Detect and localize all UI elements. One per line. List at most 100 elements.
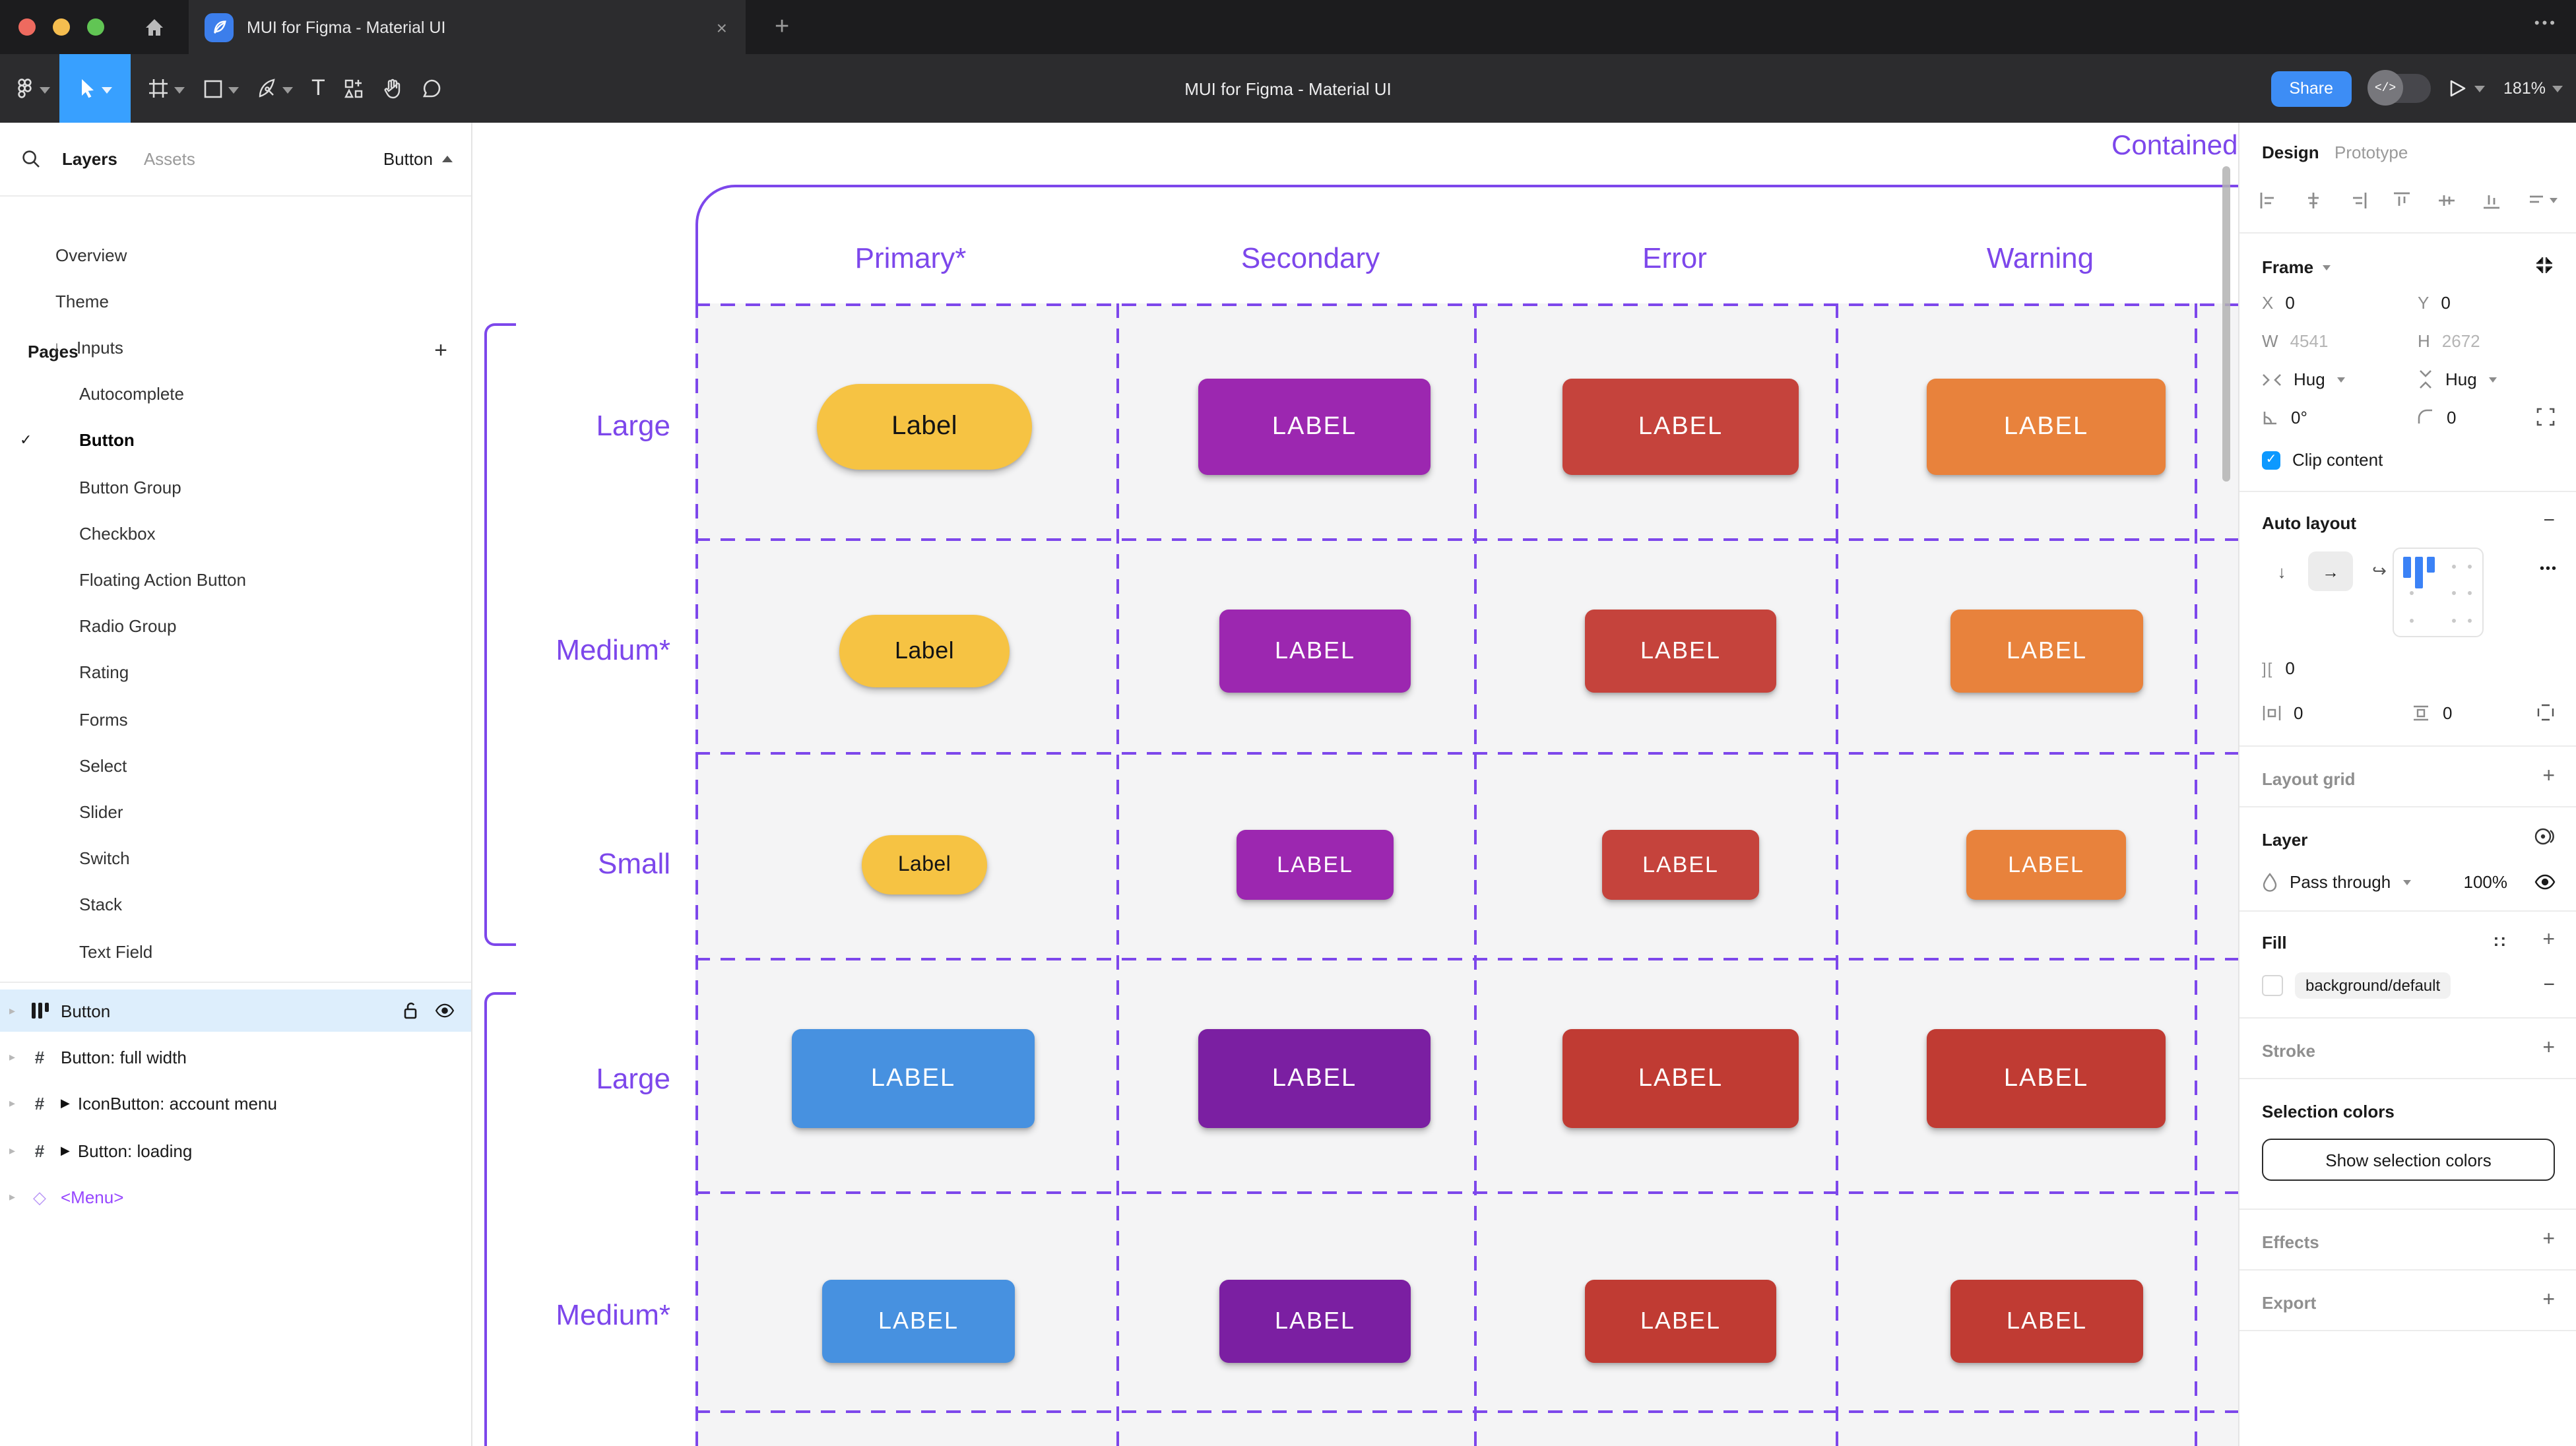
hand-tool-button[interactable]	[374, 54, 412, 123]
layer-row-button[interactable]: ▸Button	[0, 990, 471, 1032]
tab-layers[interactable]: Layers	[62, 149, 117, 169]
fill-token-chip[interactable]: background/default	[2295, 972, 2451, 999]
canvas-button-medium-1[interactable]: LABEL	[1219, 610, 1411, 693]
page-item-stack[interactable]: Stack	[0, 885, 471, 925]
text-tool-button[interactable]: T	[311, 75, 325, 100]
expand-chevron-icon[interactable]: ▸	[9, 1096, 16, 1110]
move-tool-button[interactable]	[59, 54, 131, 123]
x-position-field[interactable]: X 0	[2262, 293, 2295, 313]
clip-content-row[interactable]: ✓ Clip content	[2262, 450, 2383, 470]
horizontal-resizing-field[interactable]: Hug	[2262, 369, 2345, 389]
minimize-window-button[interactable]	[53, 18, 70, 36]
page-item-text-field[interactable]: Text Field	[0, 931, 471, 971]
canvas-button-small-3[interactable]: LABEL	[1966, 830, 2126, 900]
canvas-button-medium-3[interactable]: LABEL	[1950, 610, 2143, 693]
page-item-switch[interactable]: Switch	[0, 838, 471, 878]
independent-padding-icon[interactable]	[2536, 703, 2555, 722]
canvas-button-medium-0[interactable]: Label	[839, 615, 1010, 687]
collapse-panel-icon[interactable]	[2534, 255, 2555, 276]
canvas-button-medium-3[interactable]: LABEL	[1950, 1280, 2143, 1363]
page-item-rating[interactable]: Rating	[0, 653, 471, 693]
comment-tool-button[interactable]	[412, 54, 452, 123]
canvas-button-large-1[interactable]: LABEL	[1198, 1029, 1431, 1128]
tab-assets[interactable]: Assets	[143, 149, 195, 169]
page-item-checkbox[interactable]: Checkbox	[0, 513, 471, 553]
layer-row--menu-[interactable]: ▸◇<Menu>	[0, 1176, 471, 1218]
document-tab[interactable]: MUI for Figma - Material UI ×	[189, 0, 746, 54]
fill-styles-icon[interactable]: ::	[2493, 930, 2507, 950]
blend-mode-field[interactable]: Pass through	[2262, 872, 2411, 892]
canvas-button-medium-2[interactable]: LABEL	[1585, 1280, 1776, 1363]
add-stroke-button[interactable]: +	[2542, 1037, 2555, 1059]
layer-row-button-full-width[interactable]: ▸#Button: full width	[0, 1036, 471, 1079]
canvas-button-large-3[interactable]: LABEL	[1927, 1029, 2166, 1128]
page-item-radio-group[interactable]: Radio Group	[0, 606, 471, 646]
page-item-forms[interactable]: Forms	[0, 699, 471, 739]
y-position-field[interactable]: Y 0	[2418, 293, 2451, 313]
canvas-button-small-0[interactable]: Label	[862, 835, 987, 895]
align-bottom-icon[interactable]	[2482, 191, 2501, 210]
clip-content-checkbox[interactable]: ✓	[2262, 451, 2280, 469]
layout-horizontal-button[interactable]: →	[2308, 551, 2353, 591]
page-item-inputs[interactable]: ↓Inputs	[0, 328, 471, 367]
fill-color-swatch[interactable]	[2262, 975, 2283, 996]
dev-mode-toggle[interactable]: </>	[2367, 70, 2431, 106]
corner-radius-field[interactable]: 0	[2418, 408, 2456, 427]
home-icon[interactable]	[144, 16, 165, 38]
page-item-overview[interactable]: Overview	[0, 235, 471, 274]
blend-mode-icon[interactable]	[2534, 826, 2555, 847]
page-item-button[interactable]: ✓Button	[0, 421, 471, 460]
zoom-window-button[interactable]	[87, 18, 104, 36]
unlock-icon[interactable]	[402, 1001, 418, 1020]
window-controls[interactable]	[18, 18, 104, 36]
canvas-button-large-2[interactable]: LABEL	[1562, 1029, 1799, 1128]
chevron-down-icon[interactable]	[228, 87, 239, 94]
frame-section-header[interactable]: Frame	[2262, 257, 2331, 277]
search-icon[interactable]	[21, 149, 41, 169]
present-button[interactable]	[2449, 79, 2486, 98]
width-field[interactable]: W 4541	[2262, 331, 2328, 351]
page-item-button-group[interactable]: Button Group	[0, 467, 471, 507]
canvas-button-small-1[interactable]: LABEL	[1237, 830, 1394, 900]
independent-corners-icon[interactable]	[2536, 408, 2555, 426]
tab-prototype[interactable]: Prototype	[2334, 142, 2408, 162]
expand-chevron-icon[interactable]: ▸	[9, 1050, 16, 1063]
expand-chevron-icon[interactable]: ▸	[9, 1143, 16, 1157]
remove-fill-button[interactable]: −	[2543, 974, 2555, 996]
frame-name-label[interactable]: Contained	[2111, 131, 2238, 161]
add-page-button[interactable]: +	[434, 338, 447, 363]
horizontal-padding-field[interactable]: 0	[2262, 703, 2303, 723]
remove-auto-layout-button[interactable]: −	[2543, 509, 2555, 532]
expand-chevron-icon[interactable]: ▸	[9, 1003, 16, 1017]
chevron-down-icon[interactable]	[102, 87, 112, 94]
fill-row[interactable]: background/default	[2262, 972, 2451, 999]
distribute-menu[interactable]	[2527, 191, 2558, 210]
expand-chevron-icon[interactable]: ▸	[9, 1190, 16, 1204]
show-selection-colors-button[interactable]: Show selection colors	[2262, 1139, 2555, 1181]
close-tab-icon[interactable]: ×	[716, 16, 727, 38]
canvas-button-medium-2[interactable]: LABEL	[1585, 610, 1776, 693]
page-item-slider[interactable]: Slider	[0, 792, 471, 832]
vertical-padding-field[interactable]: 0	[2411, 703, 2452, 723]
share-button[interactable]: Share	[2270, 71, 2352, 106]
page-item-floating-action-button[interactable]: Floating Action Button	[0, 560, 471, 600]
add-layout-grid-button[interactable]: +	[2542, 765, 2555, 788]
canvas-button-large-1[interactable]: LABEL	[1198, 379, 1431, 475]
tab-design[interactable]: Design	[2262, 142, 2319, 162]
page-item-theme[interactable]: Theme	[0, 281, 471, 321]
align-h-center-icon[interactable]	[2304, 191, 2323, 210]
add-export-button[interactable]: +	[2542, 1289, 2555, 1311]
page-selector[interactable]: Button	[383, 149, 453, 169]
vertical-resizing-field[interactable]: Hug	[2418, 369, 2497, 389]
align-right-icon[interactable]	[2348, 191, 2367, 210]
canvas-button-large-0[interactable]: LABEL	[792, 1029, 1035, 1128]
layout-vertical-button[interactable]: ↓	[2259, 551, 2304, 591]
add-fill-button[interactable]: +	[2542, 929, 2555, 951]
add-effect-button[interactable]: +	[2542, 1228, 2555, 1251]
align-left-icon[interactable]	[2259, 191, 2278, 210]
titlebar-overflow-icon[interactable]: •••	[2534, 16, 2558, 32]
layer-opacity-value[interactable]: 100%	[2463, 872, 2508, 892]
chevron-down-icon[interactable]	[282, 87, 293, 94]
main-menu-button[interactable]	[5, 54, 59, 123]
